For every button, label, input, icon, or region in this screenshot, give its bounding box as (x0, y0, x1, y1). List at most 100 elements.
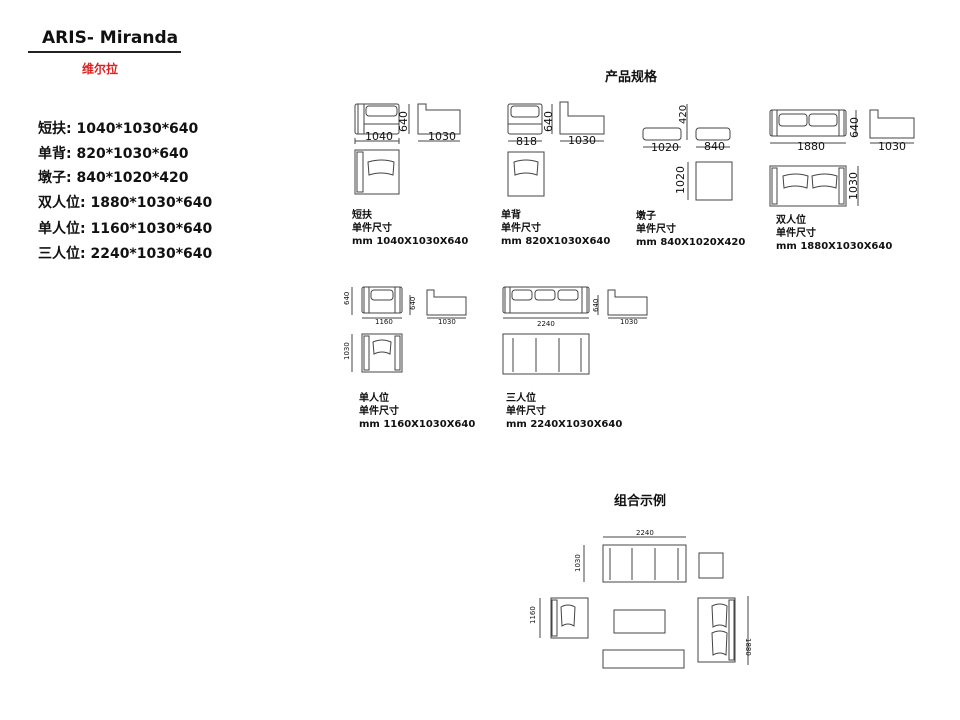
side-view (559, 101, 605, 135)
arm-shape (551, 599, 558, 637)
spec-item: 单人位: 1160*1030*640 (38, 221, 213, 237)
arm-shape (581, 286, 588, 314)
dim-label: 1160 (529, 606, 537, 624)
dim-label: 640 (592, 299, 600, 312)
two-seater-top (697, 597, 736, 663)
dim-label: 1040 (365, 130, 393, 143)
item-size: mm 840X1020X420 (636, 237, 746, 248)
top-view (695, 161, 733, 201)
top-view (507, 151, 545, 197)
top-view (769, 165, 847, 207)
dim-label: 1880 (744, 638, 752, 656)
item-size: mm 1880X1030X640 (776, 241, 893, 252)
dim-label: 818 (516, 135, 537, 148)
item-caption-two-seater: 双人位 单件尺寸 mm 1880X1030X640 (776, 214, 892, 253)
arm-shape (771, 109, 778, 137)
back-cushion-shape (370, 289, 394, 301)
dim-label: 640 (397, 111, 410, 132)
arm-shape (728, 599, 735, 661)
item-label: 单件尺寸 (636, 224, 676, 235)
front-view (502, 286, 590, 314)
back-cushion-shape (511, 289, 533, 301)
drawing-ottoman: 420 1020 840 1020 (642, 104, 733, 201)
item-label: 单件尺寸 (506, 406, 546, 417)
front-view (354, 103, 400, 135)
item-caption-single-seater: 单人位 单件尺寸 mm 1160X1030X640 (359, 392, 475, 431)
combo-example-title: 组合示例 (614, 494, 667, 509)
dim-label: 1020 (651, 141, 679, 154)
cushion-shape (372, 339, 392, 355)
item-size: mm 1160X1030X640 (359, 419, 476, 430)
back-cushion-shape (557, 289, 579, 301)
item-size: mm 2240X1030X640 (506, 419, 623, 430)
arm-shape (363, 335, 370, 371)
arm-shape (394, 286, 401, 314)
spec-item: 墩子: 840*1020*420 (38, 170, 189, 186)
cushion-shape (711, 603, 728, 628)
dim-label: 640 (848, 117, 861, 138)
back-cushion-shape (778, 113, 808, 127)
top-view (361, 333, 403, 373)
dim-label: 2240 (636, 529, 654, 537)
front-view (642, 127, 682, 141)
side-view (417, 103, 461, 135)
item-name: 单背 (501, 210, 521, 221)
item-label: 单件尺寸 (352, 223, 392, 234)
back-cushion-shape (365, 105, 398, 117)
back-cushion-shape (808, 113, 838, 127)
front-view (507, 103, 543, 135)
spec-item: 短扶: 1040*1030*640 (38, 121, 199, 137)
item-caption-ottoman: 墩子 单件尺寸 mm 840X1020X420 (636, 210, 745, 249)
product-specs-title: 产品规格 (605, 70, 658, 85)
cushion-shape (811, 173, 838, 189)
dim-label: 640 (409, 297, 417, 310)
arm-shape (357, 103, 365, 135)
single-seater-top (550, 597, 589, 639)
dim-label: 1020 (674, 166, 687, 194)
ottoman-top (698, 552, 724, 579)
arm-shape (356, 151, 364, 193)
dim-label: 640 (343, 292, 351, 305)
dim-label: 1880 (797, 140, 825, 153)
arm-shape (838, 167, 845, 205)
brand-title: ARIS- Miranda (42, 28, 179, 48)
arm-shape (394, 335, 401, 371)
drawing-single-seater: 640 1160 640 1030 1030 (343, 286, 467, 373)
dim-label: 840 (704, 140, 725, 153)
item-label: 单件尺寸 (776, 228, 816, 239)
top-view (354, 149, 400, 195)
item-name: 双人位 (776, 215, 806, 226)
spec-item: 双人位: 1880*1030*640 (38, 195, 213, 211)
arm-shape (504, 286, 511, 314)
drawing-two-seater: 1880 640 1030 1030 (769, 109, 915, 207)
cushion-shape (782, 173, 809, 189)
cushion-shape (513, 159, 539, 176)
spec-item: 三人位: 2240*1030*640 (38, 246, 213, 262)
dim-label: 1030 (878, 140, 906, 153)
item-name: 三人位 (506, 393, 536, 404)
side-view (607, 289, 648, 316)
dim-label: 1030 (343, 342, 351, 360)
item-name: 墩子 (636, 211, 656, 222)
back-cushion-shape (534, 289, 556, 301)
drawing-single-back: 818 640 1030 (507, 101, 605, 197)
dim-label: 1030 (568, 134, 596, 147)
arm-shape (838, 109, 845, 137)
side-view (426, 289, 467, 316)
cushion-shape (367, 159, 395, 176)
item-caption-three-seater: 三人位 单件尺寸 mm 2240X1030X640 (506, 392, 622, 431)
dim-label: 1030 (438, 318, 456, 326)
dim-label: 2240 (537, 320, 555, 328)
item-label: 单件尺寸 (501, 223, 541, 234)
dim-label: 640 (542, 111, 555, 132)
side-view (869, 109, 915, 139)
top-view (502, 333, 590, 375)
item-caption-short-arm: 短扶 单件尺寸 mm 1040X1030X640 (352, 209, 468, 248)
front-view (361, 286, 403, 314)
three-seater-top (602, 544, 687, 583)
back-cushion-shape (510, 105, 540, 118)
drawing-three-seater: 2240 640 1030 (502, 286, 648, 375)
spec-item: 单背: 820*1030*640 (38, 146, 189, 162)
side-view (695, 127, 731, 141)
